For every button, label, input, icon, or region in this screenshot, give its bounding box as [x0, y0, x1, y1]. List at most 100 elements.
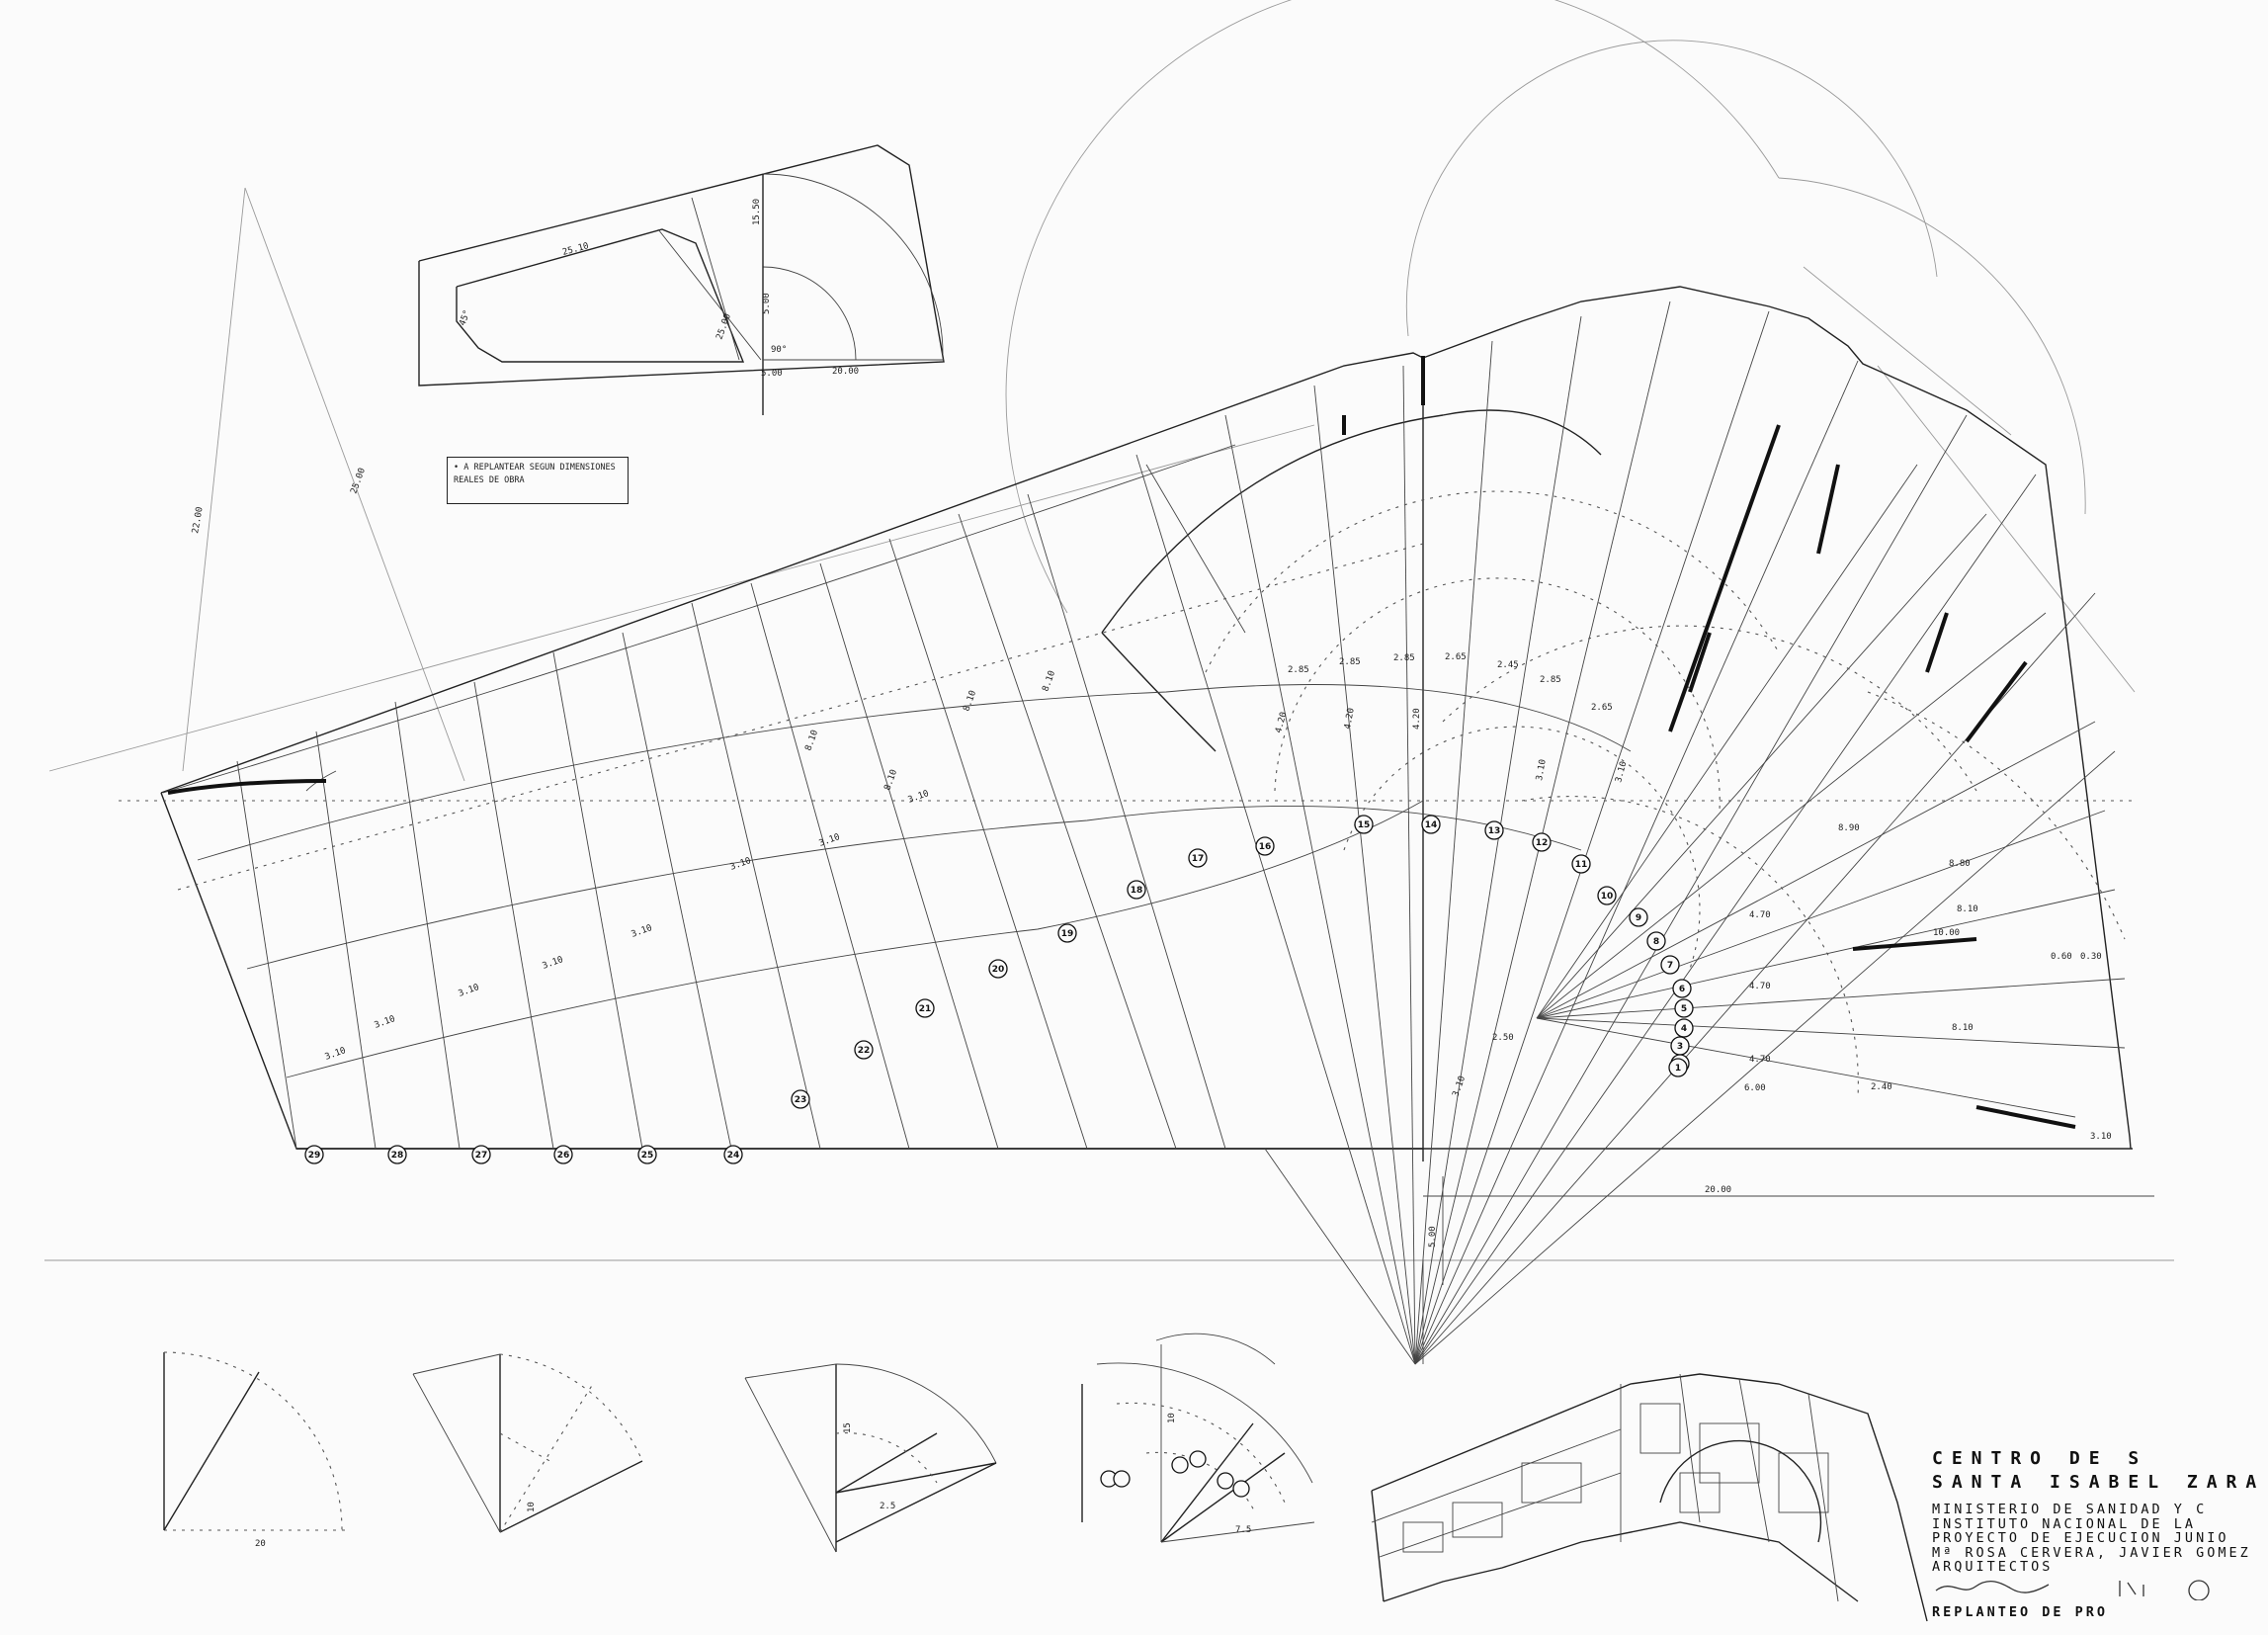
marker: 21 — [915, 998, 935, 1018]
title-line-1: MINISTERIO DE SANIDAD Y C — [1932, 1502, 2208, 1517]
quadrant-diagram-3: 15 2.5 — [744, 1363, 997, 1553]
quadrant-diagram-2: 10 — [412, 1353, 643, 1533]
inset-dim-2000: 20.00 — [832, 367, 859, 377]
marker-label: 7 — [1667, 961, 1673, 971]
marker-label: 21 — [919, 1004, 932, 1014]
marker: 24 — [723, 1145, 743, 1164]
marker-label: 4 — [1681, 1024, 1687, 1034]
marker: 9 — [1629, 907, 1648, 927]
note-line-1: • A REPLANTEAR SEGUN DIMENSIONES — [454, 463, 616, 473]
dim-ring: 4.20 — [1343, 707, 1357, 730]
dim-ring: 2.85 — [1339, 657, 1361, 667]
quadrant-diagram-4: 10 7.5 — [1081, 1333, 1315, 1543]
replanteo-note: • A REPLANTEAR SEGUN DIMENSIONES REALES … — [447, 457, 629, 504]
marker-label: 17 — [1192, 854, 1205, 864]
marker: 3 — [1670, 1036, 1690, 1056]
marker: 11 — [1571, 854, 1591, 874]
marker-label: 14 — [1425, 820, 1438, 830]
marker: 28 — [387, 1145, 407, 1164]
dim-ring: 4.70 — [1749, 1055, 1771, 1065]
dim-ring: 2.65 — [1445, 652, 1467, 662]
dim-ring: 2.40 — [1871, 1082, 1892, 1092]
marker: 27 — [471, 1145, 491, 1164]
marker-label: 12 — [1536, 838, 1549, 848]
marker-label: 13 — [1488, 826, 1501, 836]
quadrant-dim: 10 — [527, 1502, 537, 1512]
marker: 29 — [304, 1145, 324, 1164]
dim-310: 3.10 — [1451, 1075, 1468, 1098]
marker-label: 29 — [308, 1151, 321, 1161]
main-plan: 20.00 5.00 — [119, 286, 2154, 1365]
key-plan — [1371, 1373, 1928, 1622]
marker: 8 — [1646, 931, 1666, 951]
title-line-6: REPLANTEO DE PRO — [1932, 1603, 2109, 1620]
secondary-fan — [1536, 464, 2126, 1118]
title-line-4: Mª ROSA CERVERA, JAVIER GOMEZ — [1932, 1544, 2251, 1561]
dim-ring: 2.85 — [1288, 665, 1309, 675]
marker-label: 23 — [795, 1095, 807, 1105]
dim-par: 3.10 — [907, 789, 931, 806]
dim-500: 5.00 — [1428, 1226, 1438, 1248]
marker-label: 8 — [1653, 937, 1659, 947]
marker: 26 — [553, 1145, 573, 1164]
dim-par: 3.10 — [542, 955, 565, 972]
marker-label: 22 — [858, 1046, 871, 1056]
dim-ring: 2.65 — [1591, 703, 1613, 713]
column-markers: 29 28 27 26 25 24 23 22 21 20 19 18 17 1… — [304, 815, 1694, 1164]
inset-dim-1550: 15.50 — [752, 199, 762, 225]
marker-label: 6 — [1679, 985, 1685, 994]
quadrant-dim: 2.5 — [880, 1502, 895, 1511]
marker: 10 — [1597, 886, 1617, 905]
dim-2200: 22.00 — [191, 506, 206, 534]
dim-par: 3.10 — [630, 923, 654, 940]
marker-label: 1 — [1675, 1064, 1681, 1074]
dim-ring: 4.70 — [1749, 910, 1771, 920]
marker: 14 — [1421, 815, 1441, 834]
inset-diagram: 15.50 25.10 5.00 20.00 5.00 25.00 90° 45… — [418, 144, 945, 415]
title-heading-1: CENTRO DE S — [1932, 1448, 2148, 1469]
dim-ring: 8.10 — [1957, 904, 1978, 914]
marker-label: 27 — [475, 1151, 488, 1161]
marker-label: 16 — [1259, 842, 1272, 852]
marker: 23 — [791, 1089, 810, 1109]
parallel-lines — [236, 464, 1246, 1150]
marker-label: 24 — [727, 1151, 740, 1161]
quadrant-dim: 20 — [255, 1539, 266, 1549]
dim-ring: 2.85 — [1540, 675, 1561, 685]
marker-label: 9 — [1636, 913, 1641, 923]
marker-label: 18 — [1131, 886, 1143, 896]
marker-label: 5 — [1681, 1004, 1687, 1014]
marker: 4 — [1674, 1018, 1694, 1038]
beam-segments — [167, 356, 2076, 1129]
dim-par: 3.10 — [374, 1014, 397, 1031]
dim-2000: 20.00 — [1705, 1185, 1731, 1195]
marker: 13 — [1484, 820, 1504, 840]
marker: 25 — [637, 1145, 657, 1164]
dim-ring: 2.85 — [1393, 653, 1415, 663]
marker: 5 — [1674, 998, 1694, 1018]
inset-dim-500b: 5.00 — [761, 369, 783, 379]
title-line-2: INSTITUTO NACIONAL DE LA — [1932, 1515, 2197, 1532]
marker-label: 11 — [1575, 860, 1588, 870]
marker: 19 — [1057, 923, 1077, 943]
inset-dim-2510: 25.10 — [561, 241, 590, 258]
dim-ring: 0.60 — [2051, 952, 2072, 962]
dim-ring: 2.50 — [1492, 1033, 1514, 1043]
marker-label: 3 — [1677, 1042, 1683, 1052]
dim-ring: 3.10 — [1614, 760, 1629, 784]
dim-par: 3.10 — [324, 1046, 348, 1063]
dim-ring: 4.70 — [1749, 982, 1771, 991]
dim-ring: 3.10 — [2090, 1132, 2112, 1142]
inset-angle-45: 45° — [458, 308, 472, 327]
dim-par: 8.10 — [803, 729, 820, 752]
dim-ring: 8.10 — [1952, 1023, 1974, 1033]
quadrant-diagram-1: 20 — [163, 1351, 346, 1549]
dim-ring: 8.80 — [1949, 859, 1971, 869]
marker-label: 10 — [1601, 892, 1614, 902]
dim-par: 3.10 — [729, 856, 753, 873]
dim-ring: 3.10 — [1535, 758, 1549, 781]
title-block: CENTRO DE S SANTA ISABEL ZARA MINISTERIO… — [1932, 1447, 2268, 1635]
quadrant-dim: 10 — [1167, 1413, 1177, 1423]
dim-par: 3.10 — [458, 983, 481, 999]
